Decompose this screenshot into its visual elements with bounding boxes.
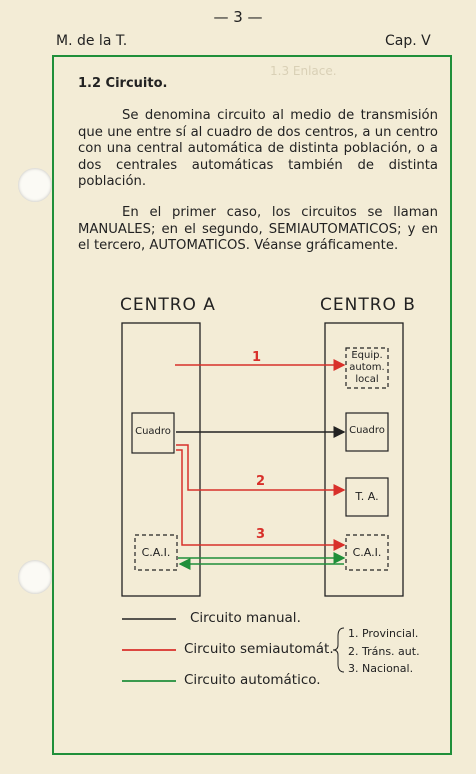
ta-box — [345, 477, 389, 517]
line-number-3: 3 — [256, 527, 266, 542]
cai-a-box — [134, 534, 178, 571]
cai-b-label: C.A.I. — [352, 546, 382, 559]
section-title: 1.2 Circuito. — [78, 76, 168, 91]
equip-box — [345, 347, 389, 389]
legend-manual: Circuito manual. — [190, 610, 301, 626]
circuit-line-2 — [176, 444, 346, 496]
line-number-2: 2 — [256, 474, 266, 489]
cai-a-label: C.A.I. — [141, 546, 171, 559]
paragraph-types: En el primer caso, los circuitos se llam… — [78, 205, 438, 253]
legend-brace — [332, 627, 345, 673]
line-number-1: 1 — [252, 350, 262, 365]
legend-sub-2: 2. Tráns. aut. — [348, 645, 420, 658]
header-right: Cap. V — [385, 33, 431, 49]
ta-label: T. A. — [355, 490, 379, 503]
equip-label-line2: autom. — [349, 362, 385, 373]
centro-a-label: CENTRO A — [120, 295, 216, 315]
cuadro-b-box — [345, 412, 389, 452]
equip-label-line1: Equip. — [351, 350, 383, 361]
binder-hole-bottom — [18, 560, 52, 594]
header-left: M. de la T. — [56, 33, 128, 49]
cuadro-b-label: Cuadro — [349, 425, 385, 436]
centro-a-box — [121, 322, 201, 597]
content-frame — [52, 55, 452, 755]
binder-hole-top — [18, 168, 52, 202]
bleed-through-text: 1.3 Enlace. — [270, 64, 337, 78]
paragraph-definition: Se denomina circuito al medio de transmi… — [78, 108, 438, 189]
cuadro-a-box — [131, 412, 175, 454]
centro-b-label: CENTRO B — [320, 295, 416, 315]
legend-semi: Circuito semiautomát. — [184, 641, 334, 657]
circuit-line-3 — [176, 449, 346, 551]
equip-label-line3: local — [355, 374, 379, 385]
legend-sub-1: 1. Provincial. — [348, 627, 419, 640]
cai-b-box — [345, 534, 389, 571]
legend-auto: Circuito automático. — [184, 672, 321, 688]
legend-sub-3: 3. Nacional. — [348, 662, 414, 675]
page-number: — 3 — — [213, 8, 263, 26]
cuadro-a-label: Cuadro — [135, 426, 171, 437]
centro-b-box — [324, 322, 404, 597]
